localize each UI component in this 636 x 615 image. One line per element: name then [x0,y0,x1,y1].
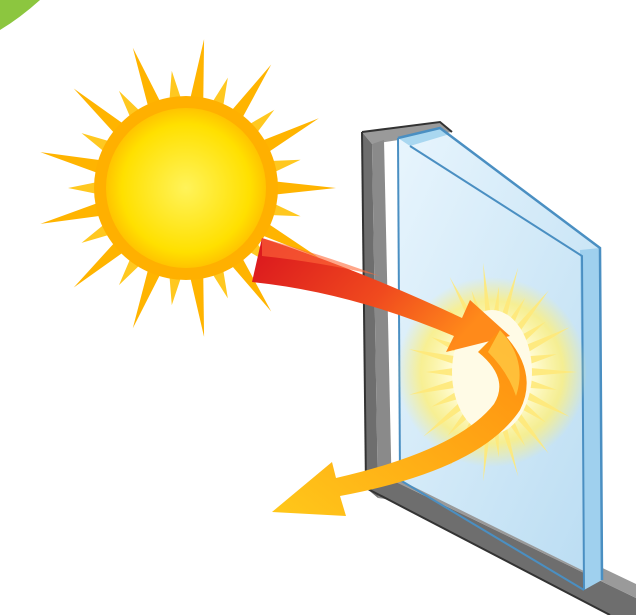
sun-icon [40,39,336,337]
corner-accent [0,0,40,30]
